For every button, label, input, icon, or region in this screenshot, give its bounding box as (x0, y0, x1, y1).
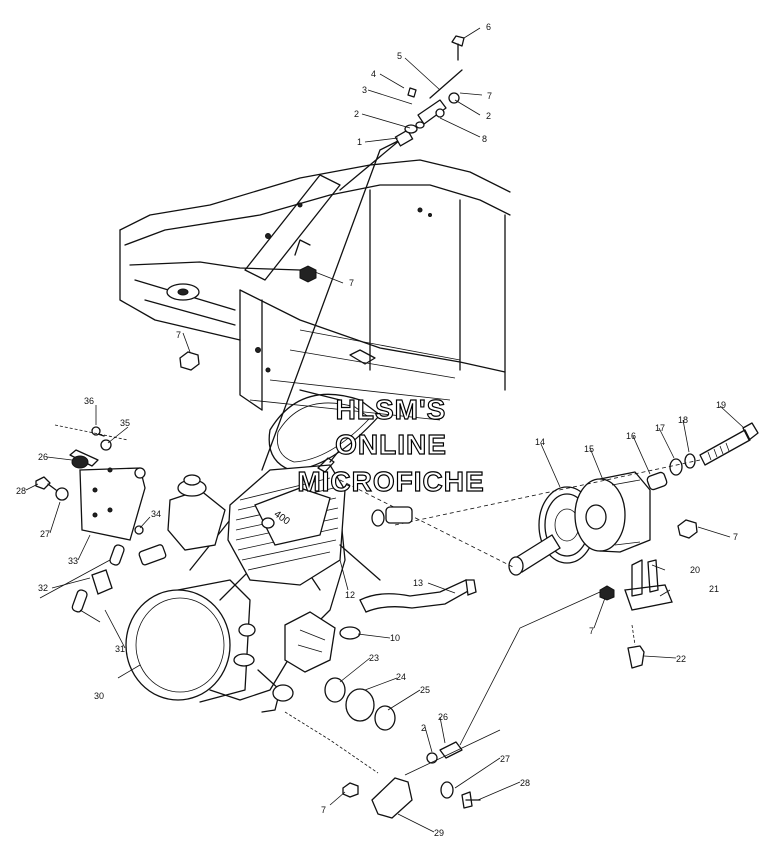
chassis-frame (119, 159, 511, 471)
callout-7: 7 (321, 805, 326, 815)
callout-35: 35 (120, 418, 130, 428)
callout-25: 25 (420, 685, 430, 695)
callout-8: 8 (482, 134, 487, 144)
rear-mount-bracket (284, 519, 698, 819)
callout-7: 7 (733, 532, 738, 542)
callout-14: 14 (535, 437, 545, 447)
callout-26: 26 (38, 452, 48, 462)
callout-29: 29 (434, 828, 444, 838)
callout-27: 27 (500, 754, 510, 764)
callout-22: 22 (676, 654, 686, 664)
callout-2: 2 (421, 723, 426, 733)
callout-18: 18 (678, 415, 688, 425)
callout-7: 7 (589, 626, 594, 636)
callout-7: 7 (487, 91, 492, 101)
callout-1: 1 (357, 137, 362, 147)
callout-12: 12 (345, 590, 355, 600)
callout-31: 31 (115, 644, 125, 654)
callout-20: 20 (690, 565, 700, 575)
watermark-line-2: ONLINE (335, 429, 447, 460)
callout-26: 26 (438, 712, 448, 722)
callout-23: 23 (369, 653, 379, 663)
callout-16: 16 (626, 431, 636, 441)
callout-15: 15 (584, 444, 594, 454)
intake-boots-hoses (324, 506, 477, 731)
callout-7: 7 (349, 278, 354, 288)
callout-13: 13 (413, 578, 423, 588)
callout-30: 30 (94, 691, 104, 701)
callout-5: 5 (397, 51, 402, 61)
callout-28: 28 (520, 778, 530, 788)
watermark-line-3: MICROFICHE (297, 466, 484, 497)
callout-17: 17 (655, 423, 665, 433)
callout-3: 3 (362, 85, 367, 95)
callout-36: 36 (84, 396, 94, 406)
callout-labels: 1 2 2 2 3 4 5 6 7 7 7 7 7 7 8 10 12 13 1… (16, 22, 738, 838)
callout-4: 4 (371, 69, 376, 79)
watermark: HLSM'S ONLINE MICROFICHE (297, 393, 485, 497)
callout-10: 10 (390, 633, 400, 643)
callout-33: 33 (68, 556, 78, 566)
callout-7: 7 (176, 330, 181, 340)
callout-24: 24 (396, 672, 406, 682)
drive-clutch-assembly (339, 422, 759, 576)
callout-2: 2 (354, 109, 359, 119)
engine-mount-bracket (35, 424, 146, 623)
watermark-line-1: HLSM'S (336, 394, 447, 425)
callout-28: 28 (16, 486, 26, 496)
callout-27: 27 (40, 529, 50, 539)
callout-21: 21 (709, 584, 719, 594)
engine-assembly: 400 (125, 451, 346, 713)
callout-32: 32 (38, 583, 48, 593)
callout-34: 34 (151, 509, 161, 519)
callout-6: 6 (486, 22, 491, 32)
callout-19: 19 (716, 400, 726, 410)
callout-leaders (25, 27, 745, 833)
callout-2: 2 (486, 111, 491, 121)
